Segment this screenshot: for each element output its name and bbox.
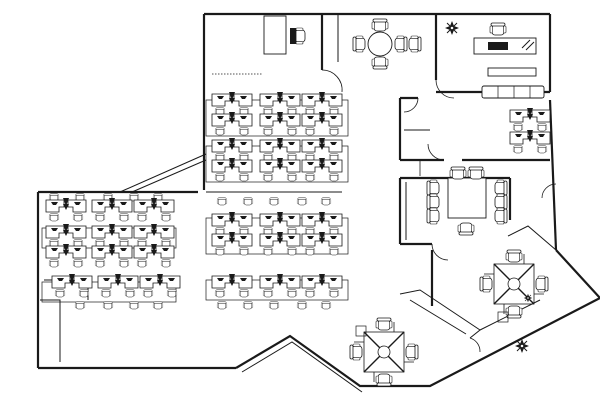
conference-chair <box>494 207 508 225</box>
open-workspace-left <box>41 193 180 310</box>
conference-table <box>447 177 487 219</box>
plant-icon <box>523 293 533 303</box>
conference-chair <box>426 193 440 211</box>
cluster-east <box>480 250 548 323</box>
meeting-chair <box>352 35 366 53</box>
cluster-south <box>350 318 418 386</box>
conference-chair <box>457 222 475 236</box>
meeting-chair <box>408 35 422 53</box>
meeting-chair <box>371 18 389 32</box>
conference-chair <box>426 207 440 225</box>
reception <box>212 15 306 75</box>
workstation-row <box>212 138 342 181</box>
reception-counter <box>263 15 287 55</box>
manager-office <box>444 20 545 99</box>
small-office-right <box>510 108 550 153</box>
workstation-row <box>212 274 342 310</box>
workstation-row <box>46 224 174 267</box>
conference-chair <box>494 193 508 211</box>
reception-desk-chair <box>290 27 306 45</box>
workstation-row <box>212 212 342 255</box>
plant-icon <box>444 20 460 36</box>
conference-chair <box>467 166 485 180</box>
plant-icon <box>514 338 530 354</box>
open-workspace-center <box>205 92 349 310</box>
sofa <box>481 85 545 99</box>
round-table <box>367 31 393 57</box>
conference-chair <box>494 179 508 197</box>
conference-chair <box>426 179 440 197</box>
meeting-room-round <box>352 18 422 70</box>
workstation-row <box>52 274 180 310</box>
meeting-chair <box>371 56 389 70</box>
workstation-row <box>216 197 332 206</box>
workstation-row <box>46 193 174 221</box>
manager-chair <box>489 22 507 36</box>
outer-walls <box>36 12 600 393</box>
doors <box>321 69 557 353</box>
conference-chair <box>449 166 467 180</box>
meeting-chair <box>394 35 408 53</box>
conference-room <box>426 166 508 236</box>
workstation-row <box>212 92 342 135</box>
